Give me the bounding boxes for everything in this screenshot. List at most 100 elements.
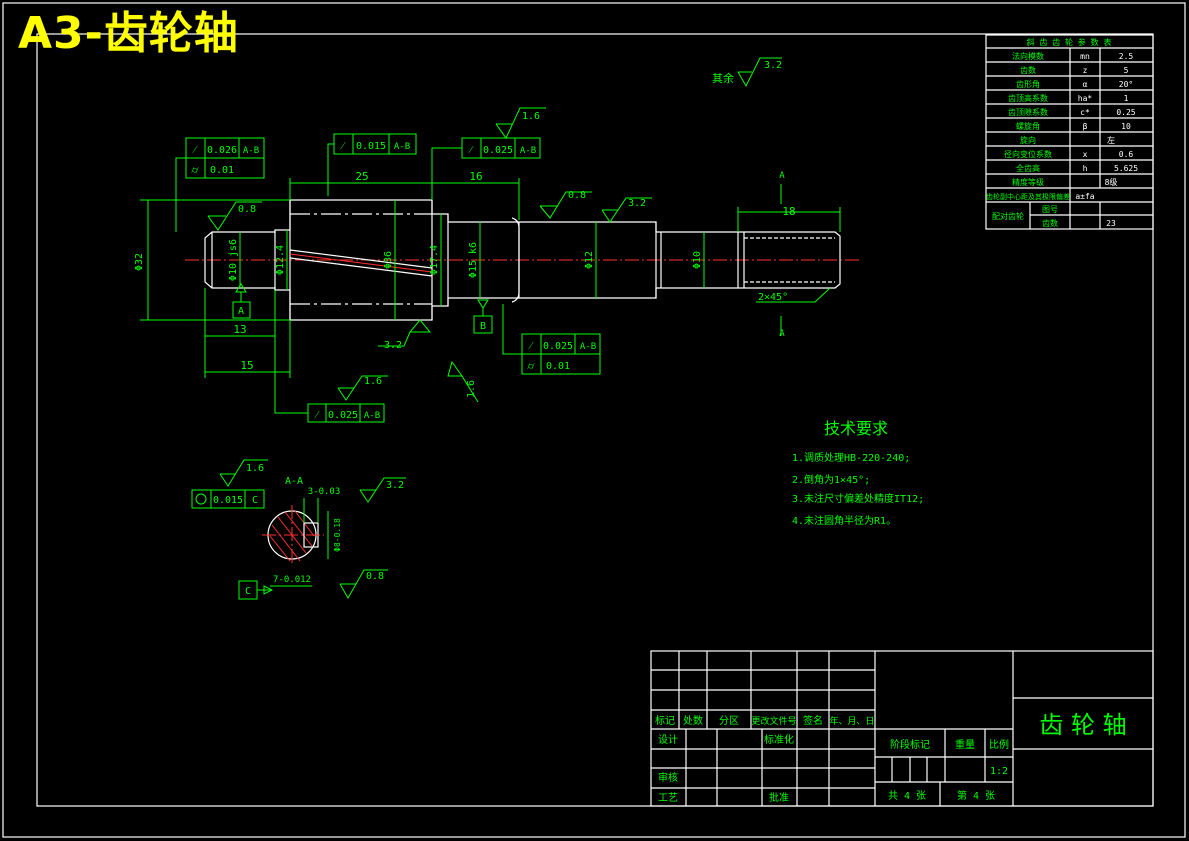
tb-qianming: 签名 [803, 714, 823, 727]
param-value: 0.6 [1119, 150, 1134, 159]
param-symbol: α [1083, 80, 1088, 89]
param-symbol: z [1083, 66, 1088, 75]
rough-r7: 1.6 [466, 380, 477, 398]
svg-text:⌭: ⌭ [527, 361, 535, 372]
param-value: 1 [1124, 94, 1129, 103]
tolerance-frame-1: ⁄ ⌭ 0.026 A-B 0.01 [175, 137, 265, 232]
dim-phi12: Φ12 [584, 251, 595, 269]
svg-text:⁄: ⁄ [468, 145, 474, 156]
datum-c: C [238, 580, 274, 600]
tol1-ref: A-B [243, 146, 259, 156]
tb-wenjian: 更改文件号 [751, 715, 796, 727]
tb-zhongliang: 重量 [955, 738, 975, 751]
param-symbol: a±fa [1075, 192, 1094, 201]
param-name: 法向模数 [1012, 51, 1044, 61]
rough-r5: 3.2 [384, 340, 402, 351]
param-value: 20° [1119, 80, 1133, 89]
param-name: 全齿高 [1016, 163, 1040, 173]
tb-biaoji: 标记 [655, 715, 675, 727]
datum-a: A [232, 283, 251, 319]
rough-r2: 1.6 [522, 111, 540, 122]
tolerance-frame-6: 0.015 C [191, 489, 265, 509]
tolerance-frame-2: ⁄ 0.015 A-B [327, 133, 417, 196]
tech-item: 2.倒角为1×45°; [792, 474, 870, 486]
param-symbol: β [1083, 122, 1088, 131]
tb-biaozhunhua: 标准化 [764, 733, 794, 746]
dim-phi36: Φ36 [383, 251, 394, 269]
mate-gear-label: 配对齿轮 [992, 211, 1024, 221]
tol3-value: 0.025 [483, 145, 513, 156]
tb-fenqu: 分区 [719, 715, 739, 727]
param-name: 齿顶高系数 [1008, 93, 1048, 103]
svg-text:⁄: ⁄ [340, 141, 346, 152]
datum-c-label: C [245, 586, 251, 597]
params-title: 斜 齿 齿 轮 参 数 表 [1027, 37, 1112, 47]
tech-item: 4.未注圆角半径为R1。 [792, 514, 896, 527]
qita-roughness: 3.2 [764, 60, 782, 71]
param-value: 2.5 [1119, 52, 1134, 61]
param-value: 左 [1107, 135, 1115, 145]
tb-scale: 1:2 [990, 766, 1008, 777]
dim-phi15k6: Φ15 k6 [468, 242, 479, 278]
tb-bili: 比例 [989, 738, 1009, 751]
technical-requirements: 技术要求 1.调质处理HB-220-240; 2.倒角为1×45°; 3.未注尺… [792, 419, 924, 527]
svg-text:⁄: ⁄ [314, 410, 320, 421]
mate-sub1: 图号 [1042, 205, 1058, 214]
datum-a-label: A [238, 306, 244, 317]
svg-text:⁄: ⁄ [192, 145, 198, 156]
tol5-ref: A-B [364, 411, 380, 421]
section-title: A-A [285, 476, 303, 487]
param-value: 5 [1124, 66, 1129, 75]
param-symbol: ha* [1078, 94, 1093, 103]
tb-jieduan: 阶段标记 [890, 738, 930, 751]
tol5-value: 0.025 [328, 410, 358, 421]
param-symbol: h [1083, 164, 1088, 173]
tb-gongyi: 工艺 [658, 792, 678, 804]
dim-phi12-4: Φ12.4 [275, 245, 286, 275]
dim-phi10js6: Φ10 js6 [228, 239, 239, 281]
param-value: 5.625 [1114, 164, 1138, 173]
shaft-main-view [185, 199, 860, 321]
inner-frame [36, 33, 1154, 807]
tol2-ref: A-B [394, 142, 410, 152]
tol4-value: 0.025 [543, 341, 573, 352]
tolerance-frame-4: ⁄ ⌭ 0.025 A-B 0.01 [502, 304, 601, 375]
param-value: 10 [1121, 122, 1131, 131]
mate-sub2: 齿数 [1042, 218, 1058, 228]
tech-item: 1.调质处理HB-220-240; [792, 452, 910, 464]
section-height: Φ8-0.18 [333, 518, 342, 552]
gear-parameter-table: 斜 齿 齿 轮 参 数 表 法向模数 mn 2.5 齿数 z 5 齿形角 α 2… [985, 34, 1154, 230]
datum-b-label: B [480, 321, 486, 332]
param-value: 8级 [1105, 177, 1118, 187]
param-name: 齿轮副中心距及其极限偏差 [986, 192, 1070, 201]
tb-sheji: 设计 [658, 733, 678, 746]
dim-13: 13 [233, 323, 246, 336]
svg-text:⁄: ⁄ [528, 341, 534, 352]
datum-b: B [473, 299, 493, 334]
tol1-value: 0.026 [207, 145, 237, 156]
rough-r1: 0.8 [238, 204, 256, 215]
tb-chushu: 处数 [683, 714, 703, 727]
param-symbol: mn [1080, 52, 1090, 61]
roughness-symbols: 0.8 1.6 0.8 3.2 3.2 1.6 1.6 1.6 3.2 0.8 [207, 107, 652, 600]
tb-total-sheets: 共 4 张 [888, 790, 926, 802]
tol4b-value: 0.01 [546, 361, 570, 372]
tech-item: 3.未注尺寸偏差处精度IT12; [792, 492, 924, 505]
dim-18: 18 [782, 205, 795, 218]
section-markers: A A [779, 171, 785, 339]
page-title: A3-齿轮轴 [18, 8, 239, 59]
tb-sheet-no: 第 4 张 [957, 789, 995, 802]
section-key: 7-0.012 [273, 575, 311, 585]
tol6-value: 0.015 [213, 495, 243, 506]
section-label-bottom: A [779, 329, 785, 339]
param-name: 齿数 [1020, 65, 1036, 75]
param-name: 精度等级 [1012, 177, 1044, 187]
rough-r6: 1.6 [364, 376, 382, 387]
param-name: 螺旋角 [1016, 121, 1040, 131]
rough-r3: 0.8 [568, 190, 586, 201]
param-name: 旋向 [1020, 135, 1036, 145]
rough-r10: 0.8 [366, 571, 384, 582]
param-value: 0.25 [1116, 108, 1135, 117]
